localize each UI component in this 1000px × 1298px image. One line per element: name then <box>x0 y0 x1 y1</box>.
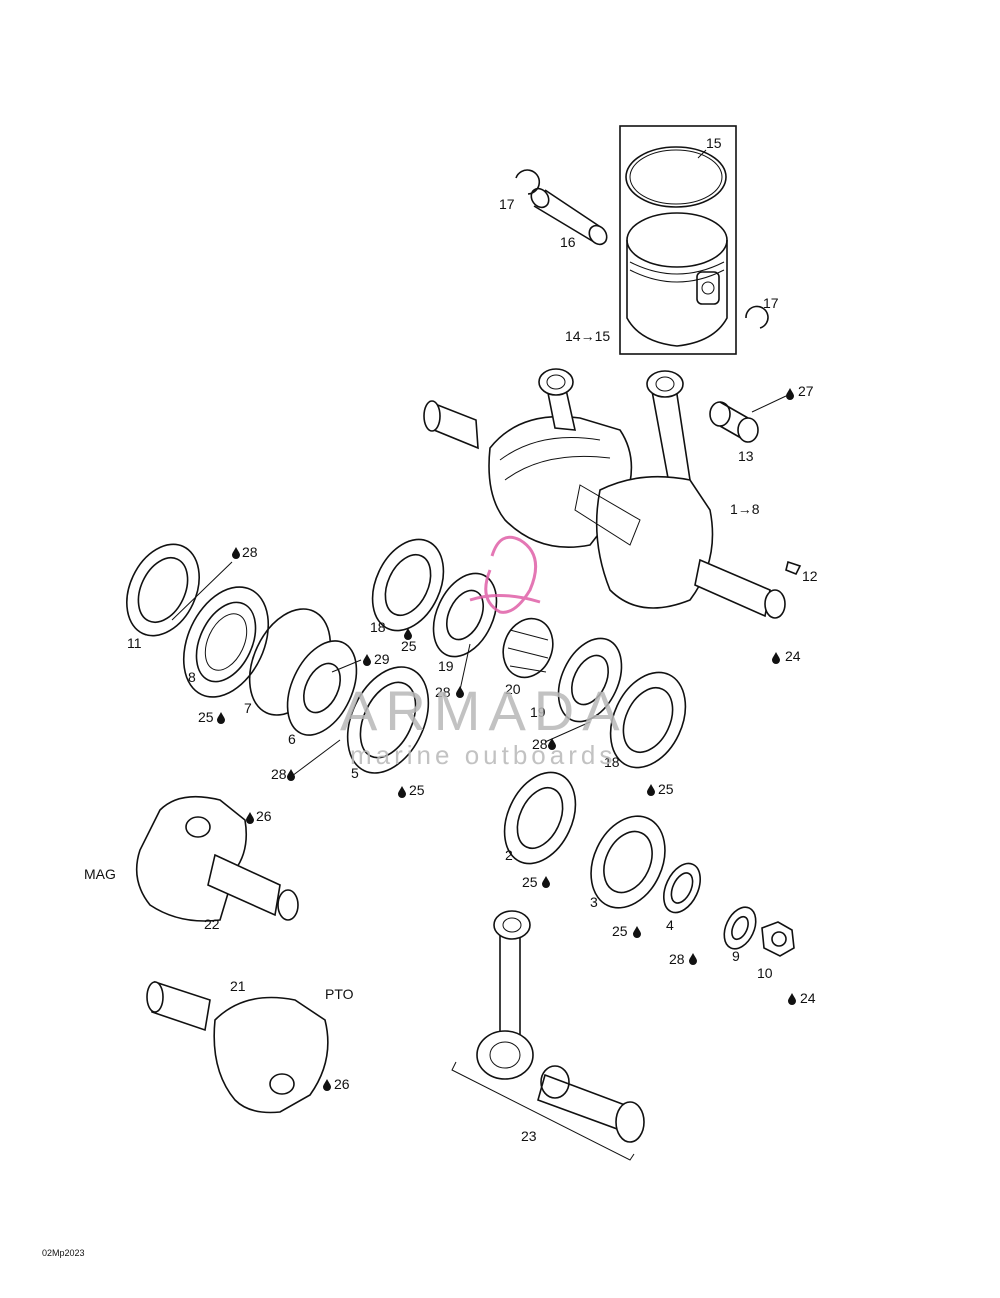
callout-19-right: 19 <box>530 704 546 720</box>
callout-26-mag: 26 <box>256 808 272 824</box>
callout-pto: PTO <box>325 986 354 1002</box>
callout-20: 20 <box>505 681 521 697</box>
piston-kit-box <box>619 125 737 355</box>
callout-24-upper: 24 <box>785 648 801 664</box>
callout-18-left: 18 <box>370 619 386 635</box>
washer-9 <box>723 906 757 950</box>
ball-bearing-8 <box>182 586 270 698</box>
oil-seal-4 <box>663 862 701 914</box>
callout-6: 6 <box>288 731 296 747</box>
callout-mag: MAG <box>84 866 116 882</box>
circlip-lower <box>745 305 769 329</box>
callout-22: 22 <box>204 916 220 932</box>
ball-bearing-2 <box>503 771 577 865</box>
callout-28-seal-11: 28 <box>242 544 258 560</box>
piston-group <box>515 125 769 355</box>
callout-25-bearing-18-right: 25 <box>658 781 674 797</box>
circlip-upper <box>515 169 541 195</box>
callout-28-seal-19-right: 28 <box>532 736 548 752</box>
callout-21: 21 <box>230 978 246 994</box>
piston-ring <box>625 146 727 208</box>
callout-13: 13 <box>738 448 754 464</box>
oil-seal-19-right <box>557 637 623 723</box>
armada-logo-icon <box>484 535 538 614</box>
callout-25-bearing-5: 25 <box>409 782 425 798</box>
woodruff-key <box>785 560 802 576</box>
callout-16: 16 <box>560 234 576 250</box>
callout-4: 4 <box>666 917 674 933</box>
distance-plate-6 <box>286 640 358 736</box>
crankshaft-pto-half <box>146 980 329 1114</box>
nut-10 <box>761 921 795 957</box>
callout-18-right: 18 <box>604 754 620 770</box>
callout-8: 8 <box>188 669 196 685</box>
callout-28-seal-19-left: 28 <box>435 684 451 700</box>
watermark-tagline: marine outboards <box>350 740 616 770</box>
watermark-brand: ARMADA <box>340 679 628 742</box>
ball-bearing-5 <box>346 666 430 774</box>
callout-17-lower: 17 <box>763 295 779 311</box>
callout-15: 15 <box>706 135 722 151</box>
callout-3: 3 <box>590 894 598 910</box>
armada-watermark: ARMADA marine outboards <box>340 535 628 770</box>
callout-29: 29 <box>374 651 390 667</box>
callout-25-bearing-18-left: 25 <box>401 638 417 654</box>
crankshaft-mag-half <box>135 795 299 922</box>
figure-code: 02Mp2023 <box>42 1248 85 1258</box>
callout-11: 11 <box>127 635 142 651</box>
callout-26-pto: 26 <box>334 1076 350 1092</box>
callout-2: 2 <box>505 847 513 863</box>
piston-pin <box>530 187 608 246</box>
needle-bearing-upper <box>709 401 759 443</box>
callout-7: 7 <box>244 700 252 716</box>
callout-9: 9 <box>732 948 740 964</box>
gear-20 <box>502 617 554 679</box>
callout-28-plate-6: 28 <box>271 766 287 782</box>
callout-1-8: 1→8 <box>730 501 760 517</box>
ball-bearing-3 <box>590 815 666 909</box>
callout-28-seal-4: 28 <box>669 951 685 967</box>
connecting-rod-group <box>451 910 645 1161</box>
callout-12: 12 <box>802 568 818 584</box>
callout-24-nut: 24 <box>800 990 816 1006</box>
callout-17-upper: 17 <box>499 196 515 212</box>
callout-23: 23 <box>521 1128 537 1144</box>
leader-lines <box>171 149 787 777</box>
callout-5: 5 <box>351 765 359 781</box>
oil-seal-11 <box>126 543 200 637</box>
crankshaft-assembly <box>423 368 786 619</box>
callout-25-bearing-3: 25 <box>612 923 628 939</box>
callout-25-bearing-2: 25 <box>522 874 538 890</box>
callout-10: 10 <box>757 965 773 981</box>
callout-19-left: 19 <box>438 658 454 674</box>
callout-25-bearing-8: 25 <box>198 709 214 725</box>
callout-27: 27 <box>798 383 814 399</box>
callout-14-15: 14→15 <box>565 328 610 344</box>
oil-seal-19-left <box>432 572 498 658</box>
piston <box>626 212 728 347</box>
ball-bearing-18-right <box>609 671 687 769</box>
ball-bearing-18-left <box>371 538 445 632</box>
